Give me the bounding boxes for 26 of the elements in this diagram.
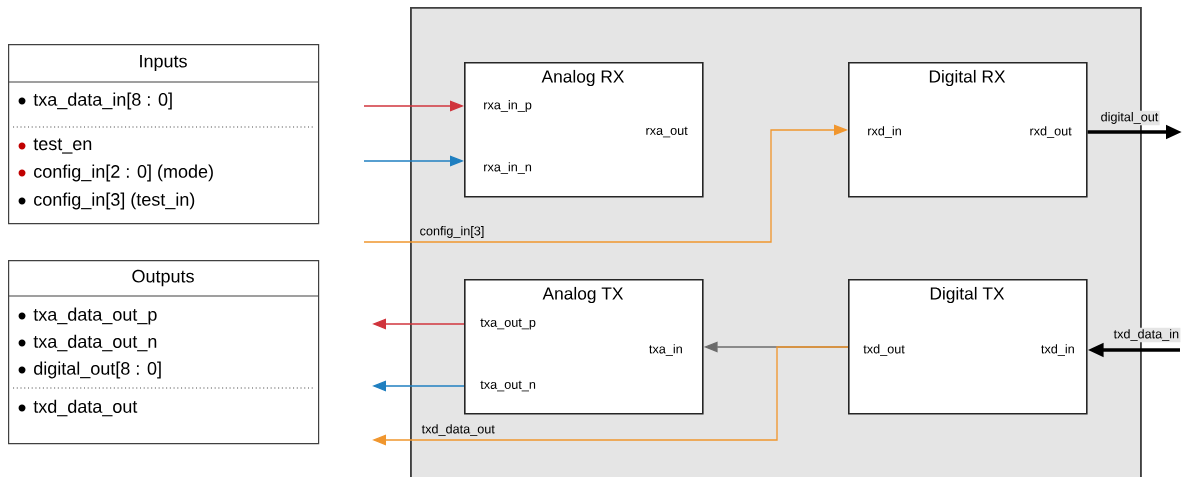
port-label: rxa_in_n bbox=[484, 162, 532, 174]
list-header: Inputs bbox=[140, 54, 187, 72]
block-title: Analog TX bbox=[542, 286, 624, 304]
port-label: rxa_out bbox=[646, 126, 688, 138]
port-label: rxd_out bbox=[1030, 126, 1072, 138]
port-label: txa_in bbox=[649, 344, 682, 356]
list-item: txa_data_in[8 : 0] bbox=[18, 92, 172, 110]
port-label: txd_out bbox=[863, 344, 905, 356]
list-item: digital_out[8 : 0] bbox=[18, 361, 161, 379]
list-item: config_in[2 : 0] (mode) bbox=[18, 164, 213, 182]
list-item: txa_data_out_p bbox=[18, 307, 157, 325]
block-title: Digital TX bbox=[930, 286, 1005, 304]
block-title: Digital RX bbox=[929, 69, 1006, 87]
port-label: rxd_in bbox=[868, 126, 901, 138]
list-header: Outputs bbox=[132, 269, 194, 287]
list-item: txd_data_out bbox=[18, 399, 138, 417]
list-item: txa_data_out_n bbox=[18, 334, 157, 352]
list-item: config_in[3] (test_in) bbox=[18, 192, 195, 210]
port-label: txa_out_p bbox=[480, 318, 536, 330]
port-label: txa_out_n bbox=[480, 380, 536, 392]
block-title: Analog RX bbox=[541, 69, 625, 87]
edge-label: txd_data_in bbox=[1112, 327, 1181, 343]
port-label: rxa_in_p bbox=[484, 100, 532, 112]
edge-label: digital_out bbox=[1099, 110, 1160, 126]
list-item: test_en bbox=[18, 138, 92, 154]
port-label: txd_in bbox=[1041, 344, 1074, 356]
